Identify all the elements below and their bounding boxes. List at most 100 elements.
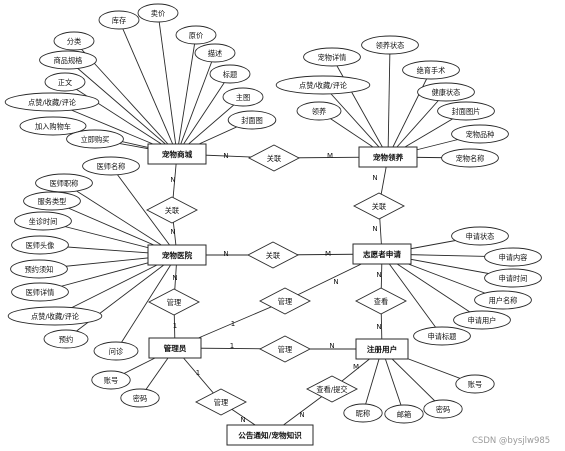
attribute-ellipse: [343, 403, 383, 423]
attribute-hospital-5: 预约须知: [10, 259, 68, 279]
cardinality-label: N: [372, 174, 377, 182]
attribute-product-8: 点赞/收藏/评论: [4, 92, 100, 112]
attribute-hospital-9: 问诊: [93, 341, 139, 361]
attribute-volunteer-0: 申请状态: [451, 226, 509, 246]
relationship-r_user_notice: 查看/提交: [306, 375, 358, 403]
attribute-user-0: 账号: [455, 374, 495, 394]
attribute-product-10: 加入购物车: [19, 116, 87, 136]
attribute-supply-6: 封面图片: [437, 101, 495, 121]
attribute-ellipse: [423, 399, 463, 419]
relationship-r_user_vol: 查看: [355, 287, 407, 315]
attribute-connector: [67, 59, 178, 155]
attribute-label: 服务类型: [38, 197, 67, 206]
attribute-ellipse: [82, 156, 140, 176]
attribute-ellipse: [23, 191, 81, 211]
attribute-supply-8: 宠物名称: [441, 148, 499, 168]
attribute-ellipse: [19, 116, 87, 136]
relationship-diamond: [248, 144, 300, 172]
attribute-connector: [381, 348, 405, 415]
attribute-ellipse: [451, 226, 509, 246]
entity-label: 注册用户: [367, 344, 397, 354]
attribute-label: 账号: [104, 376, 118, 385]
cardinality-label: M: [325, 250, 331, 258]
attribute-label: 库存: [112, 16, 126, 25]
attribute-ellipse: [4, 92, 100, 112]
cardinality-label: N: [223, 152, 228, 160]
attribute-hospital-1: 医师职称: [35, 173, 93, 193]
attribute-connector: [65, 254, 178, 340]
entity-hospital: 宠物医院: [147, 244, 207, 266]
attribute-product-9: 主图: [222, 87, 264, 107]
attribute-label: 宠物详情: [318, 53, 347, 62]
attribute-ellipse: [451, 124, 509, 144]
attribute-label: 昵称: [356, 409, 370, 418]
attribute-hospital-6: 医师详情: [11, 282, 69, 302]
attribute-connector: [63, 182, 178, 256]
attribute-product-0: 库存: [98, 10, 140, 30]
attribute-ellipse: [91, 370, 131, 390]
attribute-label: 邮箱: [397, 410, 411, 419]
attribute-ellipse: [441, 148, 499, 168]
cardinality-label: 1: [196, 369, 200, 377]
attribute-connector: [157, 12, 178, 155]
entity-label: 公告通知/宠物知识: [238, 430, 302, 440]
attribute-label: 领养状态: [376, 41, 405, 50]
attribute-label: 卖价: [151, 9, 165, 18]
attribute-label: 医师名称: [97, 162, 126, 171]
relationship-label: 管理: [278, 345, 292, 354]
attribute-supply-4: 健康状态: [417, 82, 475, 102]
entity-label: 志愿者申请: [363, 249, 401, 259]
attribute-label: 申请时间: [499, 274, 528, 283]
attribute-ellipse: [437, 101, 495, 121]
relationship-diamond: [195, 388, 247, 416]
attribute-ellipse: [402, 60, 460, 80]
entity-volunteer: 志愿者申请: [352, 243, 412, 265]
cardinality-label: N: [372, 225, 377, 233]
attribute-ellipse: [7, 306, 103, 326]
attribute-label: 立即购买: [81, 135, 110, 144]
attribute-label: 正文: [58, 78, 72, 87]
attribute-label: 主图: [236, 93, 250, 102]
attribute-connector: [381, 253, 483, 321]
attribute-ellipse: [137, 3, 179, 23]
attribute-label: 问诊: [109, 347, 124, 356]
entity-box: [147, 143, 207, 165]
relationship-diamond: [353, 192, 405, 220]
cardinality-label: M: [327, 152, 333, 160]
attribute-user-1: 密码: [423, 399, 463, 419]
attribute-volunteer-3: 用户名称: [474, 290, 532, 310]
attribute-hospital-4: 医师头像: [11, 235, 69, 255]
relationship-r_hosp_vol: 关联: [247, 241, 299, 269]
attribute-label: 预约须知: [25, 265, 54, 274]
entity-box: [148, 337, 202, 359]
entity-label: 宠物商城: [162, 149, 193, 159]
attribute-hospital-7: 点赞/收藏/评论: [7, 306, 103, 326]
attribute-connector: [362, 348, 383, 414]
entity-box: [147, 244, 207, 266]
attribute-hospital-2: 服务类型: [23, 191, 81, 211]
attribute-ellipse: [194, 43, 236, 63]
cardinality-label: N: [376, 271, 381, 279]
entity-label: 宠物领养: [373, 152, 404, 162]
entity-box: [358, 146, 418, 168]
attribute-user-3: 昵称: [343, 403, 383, 423]
cardinality-label: N: [329, 342, 334, 350]
attribute-volunteer-4: 申请用户: [453, 310, 511, 330]
attribute-ellipse: [275, 75, 371, 95]
entity-product: 宠物商城: [147, 143, 207, 165]
relationship-label: 关联: [266, 251, 280, 260]
cardinality-label: 1: [231, 320, 235, 328]
attribute-label: 密码: [436, 405, 450, 414]
attribute-label: 领养: [312, 107, 326, 116]
attribute-connector: [64, 81, 178, 155]
attribute-ellipse: [39, 50, 97, 70]
cardinality-label: N: [170, 228, 175, 236]
attribute-ellipse: [361, 35, 419, 55]
relationship-diamond: [355, 287, 407, 315]
relationship-label: 查看: [374, 297, 388, 306]
attribute-hospital-8: 预约: [43, 329, 89, 349]
attribute-label: 标题: [223, 70, 237, 79]
attribute-supply-1: 领养状态: [361, 35, 419, 55]
relationship-diamonds: 关联关联关联关联管理管理查看管理管理查看/提交: [146, 144, 407, 416]
